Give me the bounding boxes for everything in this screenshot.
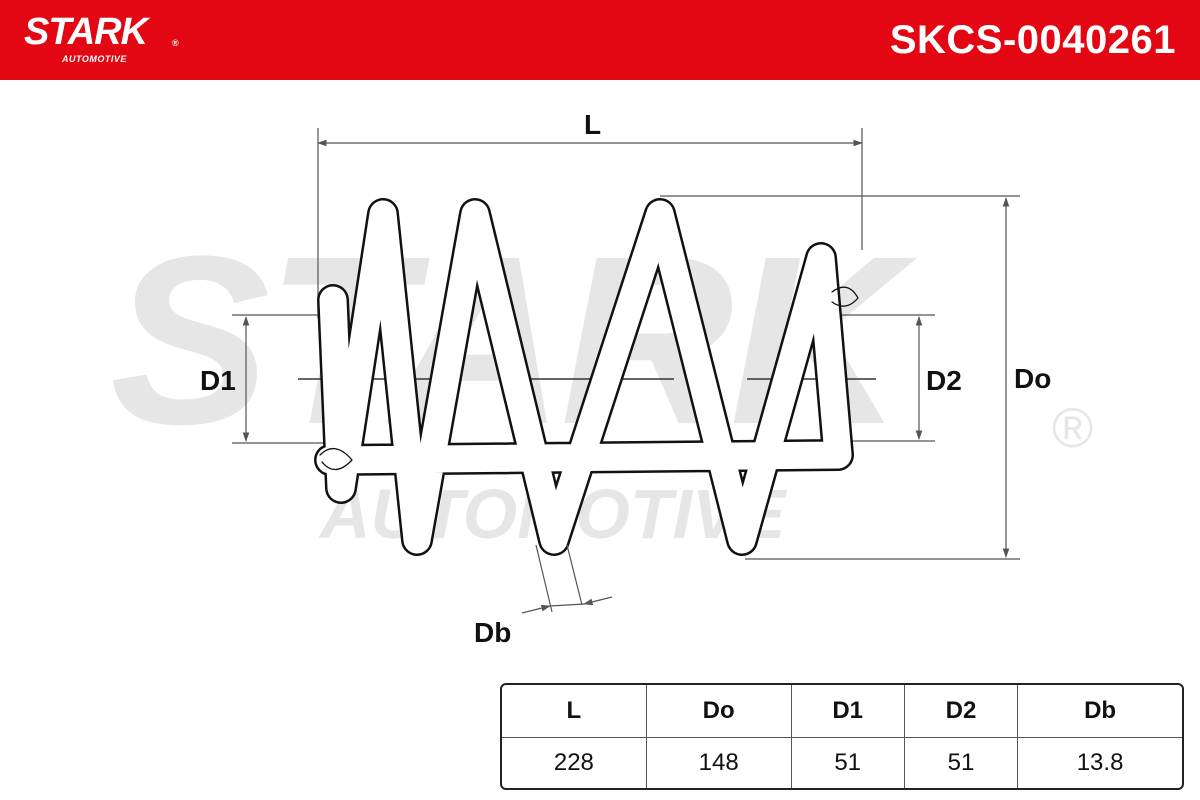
part-number: SKCS-0040261 bbox=[889, 18, 1176, 62]
wire-diameter-dimension bbox=[521, 544, 613, 614]
stark-logo: STARK AUTOMOTIVE ® bbox=[24, 11, 179, 64]
header-length: L bbox=[502, 685, 647, 738]
label-inner-diameter-2: D2 bbox=[926, 365, 962, 396]
registered-icon: ® bbox=[172, 38, 179, 48]
watermark-registered-icon: ® bbox=[1052, 396, 1094, 459]
length-dimension bbox=[317, 128, 863, 318]
label-inner-diameter-1: D1 bbox=[200, 365, 236, 396]
logo-brand: STARK bbox=[24, 11, 148, 53]
specs-table: L Do D1 D2 Db 228 148 51 51 13.8 bbox=[500, 683, 1184, 790]
header-wire-diameter: Db bbox=[1018, 685, 1182, 738]
value-wire-diameter: 13.8 bbox=[1076, 749, 1124, 776]
header-inner-diameter-1: D1 bbox=[791, 685, 905, 738]
spring-coils bbox=[314, 198, 859, 556]
label-outer-diameter: Do bbox=[1014, 363, 1052, 394]
value-inner-diameter-2: 51 bbox=[905, 738, 1019, 788]
label-wire-diameter: Db bbox=[474, 617, 512, 648]
header-bar: STARK AUTOMOTIVE ® SKCS-0040261 bbox=[0, 0, 1200, 80]
inner-diameter-2-dimension bbox=[840, 314, 935, 442]
label-length: L bbox=[584, 109, 602, 140]
outer-diameter-dimension bbox=[660, 195, 1020, 560]
value-length: 228 bbox=[502, 738, 647, 788]
value-inner-diameter-1: 51 bbox=[792, 738, 905, 788]
header-outer-diameter: Do bbox=[646, 685, 792, 738]
specs-value-row: 228 148 51 51 13.8 bbox=[502, 738, 1182, 788]
header-inner-diameter-2: D2 bbox=[904, 685, 1019, 738]
value-outer-diameter: 148 bbox=[647, 738, 792, 788]
specs-header-row: L Do D1 D2 Db bbox=[502, 685, 1182, 738]
logo-sub: AUTOMOTIVE bbox=[62, 54, 127, 64]
